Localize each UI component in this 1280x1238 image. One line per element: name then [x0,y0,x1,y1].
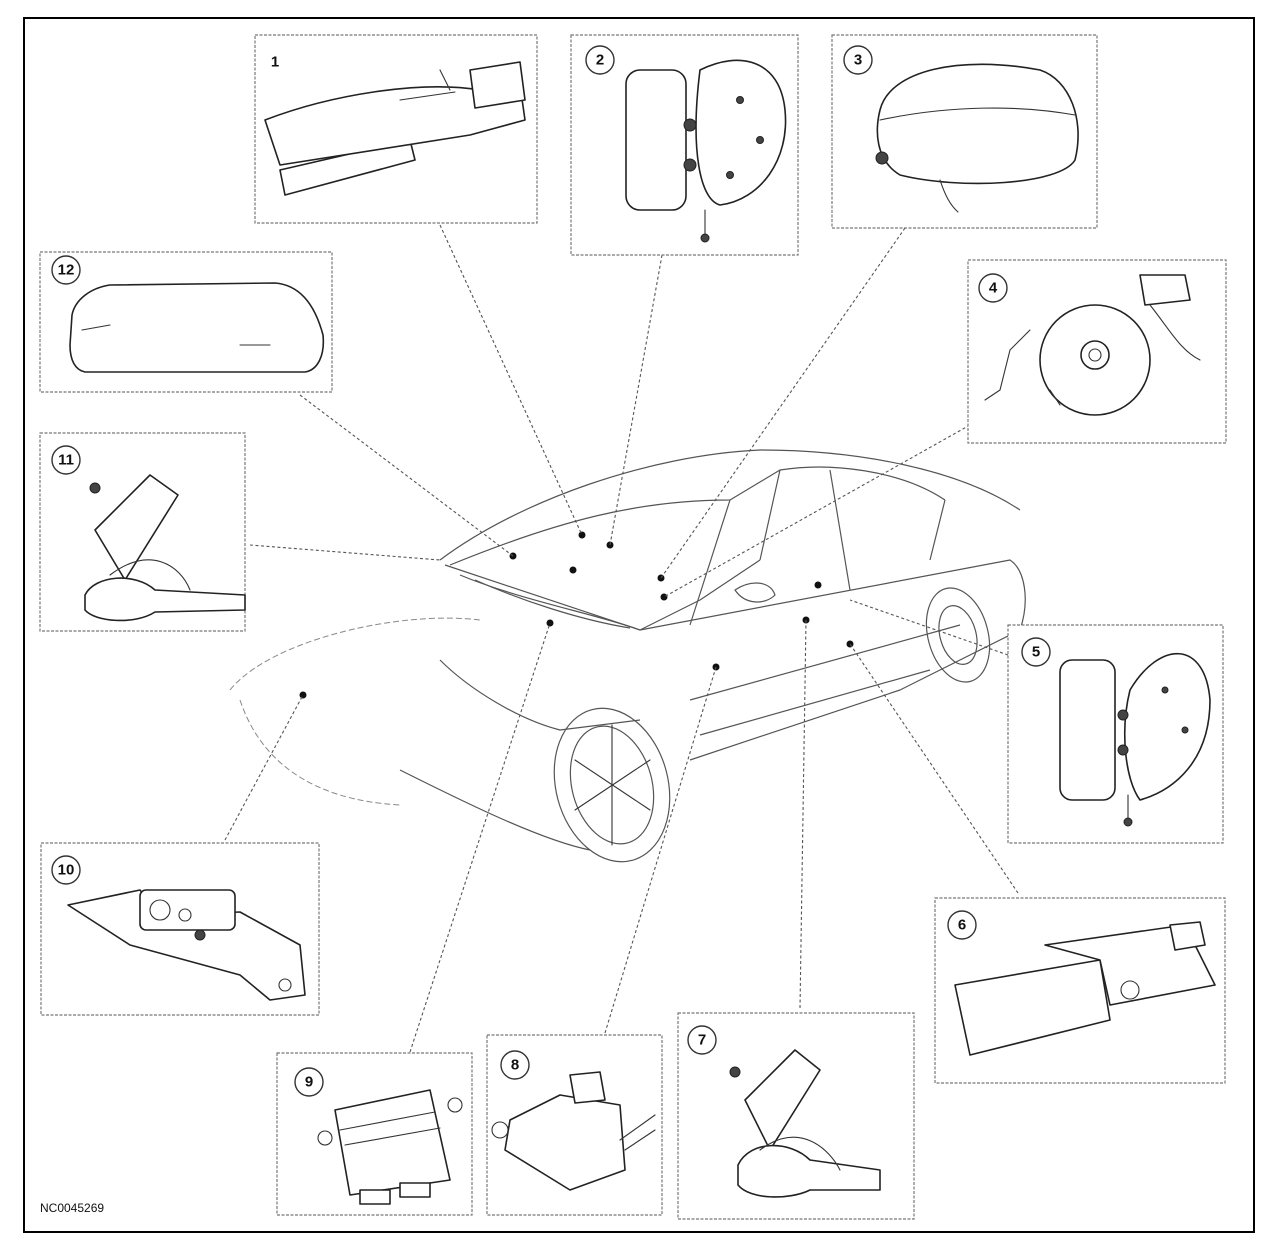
callout-number: 4 [989,280,998,297]
callout-number: 6 [958,917,966,934]
callout-number: 8 [511,1057,519,1074]
callout-box-9: 9 [276,1052,473,1216]
callout-number: 2 [596,52,604,69]
callout-number: 3 [854,52,862,69]
callout-number: 9 [305,1074,313,1091]
callout-box-5: 5 [1007,624,1224,844]
callout-box-2: 2 [570,34,799,256]
callout-box-4: 4 [967,259,1227,444]
figure-id: NC0045269 [40,1201,104,1215]
callout-box-11: 11 [39,432,246,632]
callout-box-8: 8 [486,1034,663,1216]
callout-box-10: 10 [40,842,320,1016]
callout-number: 1 [271,54,279,71]
callout-number: 12 [58,262,75,279]
callout-box-12: 12 [39,251,333,393]
callout-box-3: 3 [831,34,1098,229]
diagram-frame [23,17,1255,1233]
callout-box-7: 7 [677,1012,915,1220]
vehicle-outline [229,449,1026,863]
callout-number: 10 [58,862,75,879]
leader-lines [224,224,1019,1053]
callout-number: 11 [58,452,74,469]
component-location-dots [299,531,854,699]
callout-box-6: 6 [934,897,1226,1084]
callout-box-1: 1 [254,34,538,224]
callout-number: 5 [1032,644,1040,661]
callout-number: 7 [698,1032,706,1049]
